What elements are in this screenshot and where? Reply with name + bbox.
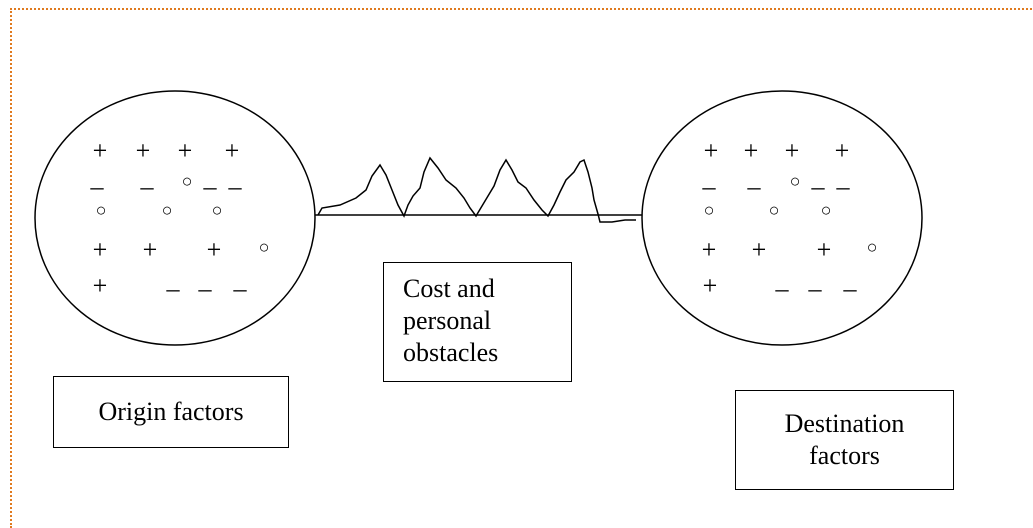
obstacles-line-2: personal: [403, 306, 492, 335]
destination-plus-symbol: +: [704, 136, 719, 165]
origin-plus-symbol: +: [93, 271, 108, 300]
destination-symbols: ++++__○__○○○+++○+___: [702, 136, 878, 300]
destination-minus-symbol: _: [836, 163, 851, 192]
destination-plus-symbol: +: [702, 235, 717, 264]
origin-minus-symbol: _: [233, 265, 248, 294]
origin-minus-symbol: _: [203, 163, 218, 192]
origin-neutral-symbol: ○: [259, 237, 270, 257]
destination-neutral-symbol: ○: [821, 200, 832, 220]
origin-factors-box: Origin factors: [53, 376, 289, 448]
destination-factors-box: Destination factors: [735, 390, 954, 490]
origin-plus-symbol: +: [207, 235, 222, 264]
destination-plus-symbol: +: [744, 136, 759, 165]
destination-minus-symbol: _: [747, 163, 762, 192]
destination-plus-symbol: +: [752, 235, 767, 264]
origin-circle: [34, 90, 316, 346]
destination-neutral-symbol: ○: [704, 200, 715, 220]
destination-minus-symbol: _: [811, 163, 826, 192]
destination-plus-symbol: +: [785, 136, 800, 165]
destination-line-1: Destination: [784, 409, 905, 438]
origin-neutral-symbol: ○: [96, 200, 107, 220]
destination-neutral-symbol: ○: [790, 171, 801, 191]
origin-minus-symbol: _: [228, 163, 243, 192]
destination-minus-symbol: _: [702, 163, 717, 192]
migration-diagram: ++++__○__○○○+++○+___ ++++__○__○○○+++○+__…: [34, 90, 923, 346]
origin-neutral-symbol: ○: [182, 171, 193, 191]
origin-symbols: ++++__○__○○○+++○+___: [90, 136, 270, 300]
destination-circle: [641, 90, 923, 346]
destination-plus-symbol: +: [817, 235, 832, 264]
diagram-frame: [10, 8, 1033, 528]
origin-plus-symbol: +: [143, 235, 158, 264]
obstacles-line-1: Cost and: [403, 274, 495, 303]
origin-minus-symbol: _: [140, 163, 155, 192]
origin-factors-label: Origin factors: [98, 397, 244, 426]
destination-minus-symbol: _: [843, 265, 858, 294]
origin-plus-symbol: +: [225, 136, 240, 165]
destination-neutral-symbol: ○: [769, 200, 780, 220]
origin-plus-symbol: +: [93, 136, 108, 165]
origin-minus-symbol: _: [90, 163, 105, 192]
origin-plus-symbol: +: [136, 136, 151, 165]
origin-plus-symbol: +: [178, 136, 193, 165]
obstacles-mountains: [317, 156, 636, 223]
origin-neutral-symbol: ○: [212, 200, 223, 220]
origin-plus-symbol: +: [93, 235, 108, 264]
destination-neutral-symbol: ○: [867, 237, 878, 257]
destination-plus-symbol: +: [835, 136, 850, 165]
destination-minus-symbol: _: [775, 265, 790, 294]
destination-line-2: factors: [809, 441, 880, 470]
obstacles-line-3: obstacles: [403, 338, 499, 367]
origin-neutral-symbol: ○: [162, 200, 173, 220]
origin-minus-symbol: _: [198, 265, 213, 294]
destination-plus-symbol: +: [703, 271, 718, 300]
obstacles-box: Cost and personal obstacles: [383, 262, 572, 382]
destination-minus-symbol: _: [808, 265, 823, 294]
origin-minus-symbol: _: [166, 265, 181, 294]
